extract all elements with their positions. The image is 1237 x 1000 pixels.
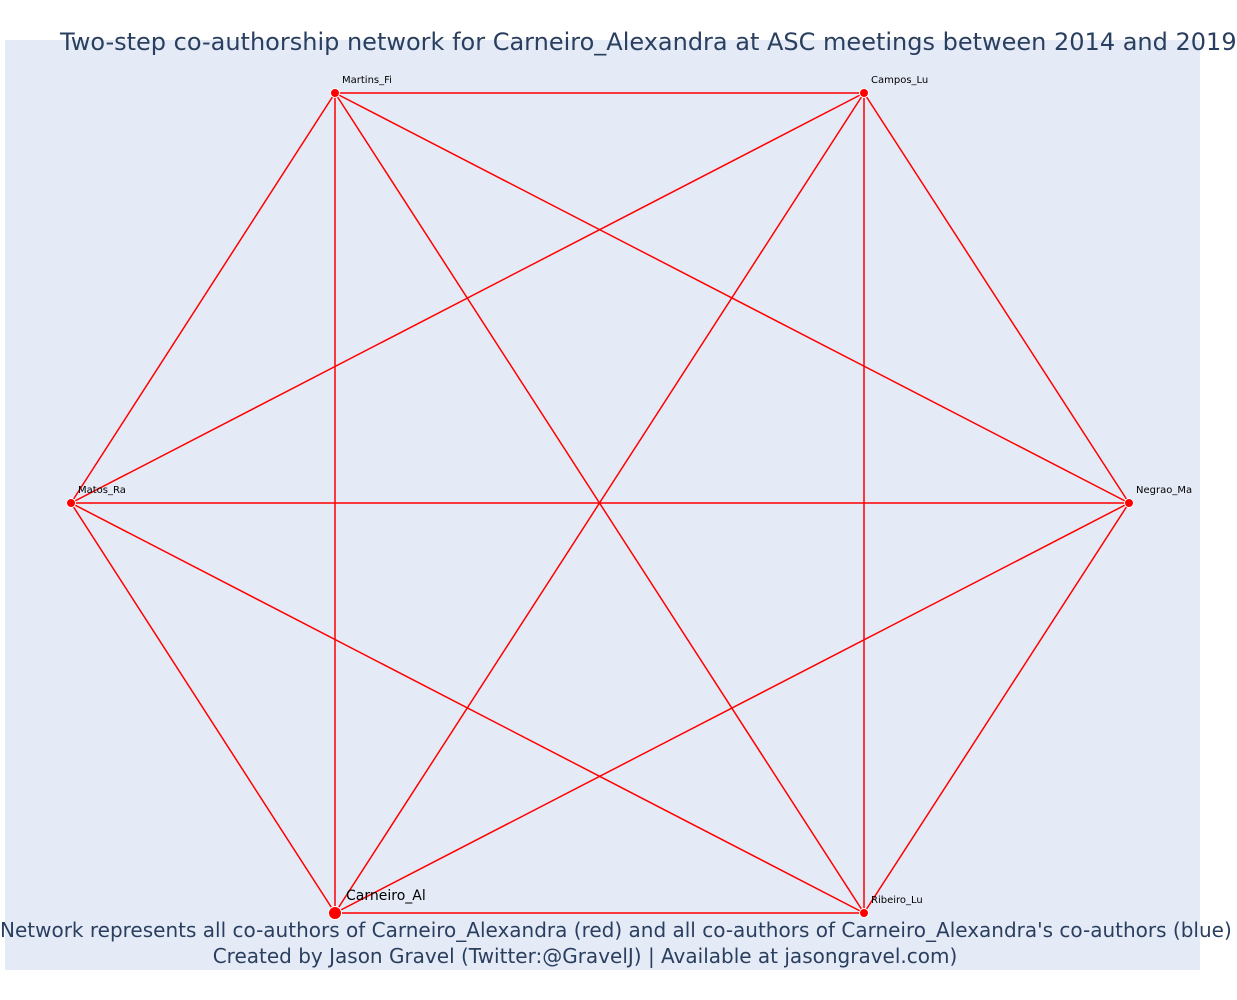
node-campos[interactable] bbox=[859, 88, 869, 98]
edge-ribeiro-negrao bbox=[863, 502, 1130, 914]
node-label-matos: Matos_Ra bbox=[78, 485, 126, 496]
edge-martins-matos bbox=[70, 92, 336, 504]
node-ribeiro[interactable] bbox=[859, 908, 869, 918]
edge-ribeiro-matos bbox=[70, 502, 865, 914]
caption-credits: Created by Jason Gravel (Twitter:@Gravel… bbox=[212, 944, 958, 968]
edge-campos-matos bbox=[70, 92, 865, 504]
node-label-ribeiro: Ribeiro_Lu bbox=[871, 895, 923, 906]
nodes-layer bbox=[66, 88, 1134, 920]
node-label-negrao: Negrao_Ma bbox=[1136, 485, 1192, 496]
chart-title: Two-step co-authorship network for Carne… bbox=[60, 28, 1237, 56]
node-matos[interactable] bbox=[66, 498, 76, 508]
node-negrao[interactable] bbox=[1124, 498, 1134, 508]
edges-layer bbox=[70, 92, 1130, 914]
node-martins[interactable] bbox=[330, 88, 340, 98]
node-label-campos: Campos_Lu bbox=[871, 75, 928, 86]
caption-network-description: Network represents all co-authors of Car… bbox=[0, 918, 1232, 942]
node-label-carneiro: Carneiro_Al bbox=[346, 888, 426, 904]
edge-negrao-campos bbox=[863, 92, 1130, 504]
node-label-martins: Martins_Fi bbox=[342, 75, 392, 86]
edge-carneiro-matos bbox=[70, 502, 336, 914]
node-carneiro[interactable] bbox=[328, 906, 342, 920]
edge-negrao-martins bbox=[334, 92, 1130, 504]
plot-area bbox=[5, 40, 1200, 970]
